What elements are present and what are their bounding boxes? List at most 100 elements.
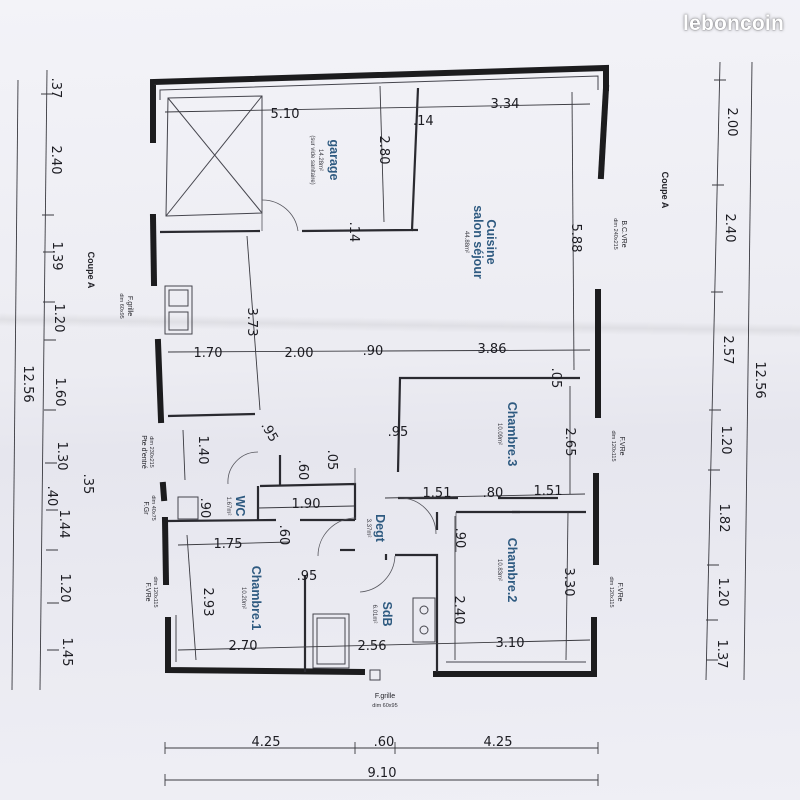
dim-310: 3.10 [496,636,525,651]
section-left-label: Coupe A [86,252,96,289]
opening-f-grille-bottom-name: F.grille [375,693,395,700]
dim-bottom-060: .60 [374,735,395,750]
dim-garage-height: 2.80 [376,136,391,165]
dim-005: .05 [324,450,339,471]
dim-170: 1.70 [194,346,223,361]
room-wc-area: 1.67m² [225,497,231,516]
opening-f-vre-right1-name: F.VRe [618,436,625,455]
dim-right-257: 2.57 [720,336,735,365]
room-garage-area: 14.28m² [317,149,323,171]
dim-wall-14-mid: .14 [346,222,361,243]
room-cuisine-sub: salon séjour [471,205,485,279]
room-sdb-area: 6.01m² [371,605,377,624]
dim-bottom-total: 9.10 [368,766,397,781]
dim-left-37: .37 [48,78,63,99]
dim-left-120a: 1.20 [51,304,66,333]
dim-wall-14-top: .14 [413,114,434,129]
dim-373: 3.73 [244,308,259,337]
dim-left-total: 12.56 [20,365,35,402]
opening-bc-vre-name: B.C.VRe [620,220,627,247]
opening-f-vre-right2-name: F.VRe [616,582,623,601]
dim-right-total: 12.56 [752,361,767,398]
dim-095a: .95 [257,420,280,445]
opening-f-grille-left-name: F.grille [126,296,133,316]
opening-f-vre-right1-dim: dim 120x115 [610,430,616,461]
opening-f-vre-right2-dim: dim 120x115 [608,576,614,607]
dim-right-182: 1.82 [716,504,731,533]
exterior-walls [149,64,610,677]
dim-left-160: 1.60 [52,378,67,407]
dim-240: 2.40 [451,596,466,625]
interior-dimension-lines [164,85,591,661]
dim-080: .80 [483,486,504,501]
dim-293: 2.93 [200,588,215,617]
room-chambre2-label: Chambre.2 [505,538,519,603]
dim-left-40: .40 [44,486,59,507]
dim-right-137: 1.37 [714,640,729,669]
room-sdb-label: SdB [380,602,394,627]
fixtures [164,285,436,681]
left-dimension-chain [11,69,59,691]
dim-left-35: .35 [80,474,95,495]
dim-cuisine-height: 5.88 [568,224,583,253]
dim-garage-width: 5.10 [271,107,300,122]
room-chambre1-label: Chambre.1 [249,566,263,631]
inner-wall-faces [159,75,599,663]
dim-090: .90 [363,344,384,359]
dim-095b: .95 [388,425,409,440]
dim-386: 3.86 [478,342,507,357]
opening-bc-vre-dim: dim 240x215 [612,218,618,250]
dim-right-200: 2.00 [724,108,739,137]
dim-151b: 1.51 [534,484,563,499]
opening-f-vre-left-name: F.VRe [144,582,151,601]
dim-right-240: 2.40 [722,214,737,243]
dim-265: 2.65 [562,428,577,457]
dim-left-139: 1.39 [49,242,64,271]
dim-left-130: 1.30 [54,442,69,471]
interior-walls [167,376,598,672]
dim-left-120b: 1.20 [57,574,72,603]
dim-bottom-425b: 4.25 [484,735,513,750]
room-chambre1-area: 10.20m² [240,587,246,609]
opening-f-vre-left-dim: dim 120x115 [152,576,158,607]
dim-060a: .60 [295,460,310,481]
room-wc-label: WC [233,496,247,517]
dim-005b: .05 [548,368,563,389]
dim-090b: .90 [452,528,467,549]
opening-pte-entree-dim: dim 230x215 [148,436,154,468]
dim-cuisine-width: 3.34 [491,97,520,112]
opening-f-gr-dim: dim 40x75 [150,495,156,520]
dim-060b: .60 [276,525,291,546]
dim-256: 2.56 [358,639,387,654]
dim-200: 2.00 [285,346,314,361]
room-chambre3-label: Chambre.3 [505,402,519,467]
door-swings [227,451,457,593]
dim-left-240: 2.40 [48,146,63,175]
garage-walls [159,87,420,234]
room-cuisine-label: Cuisine [484,219,498,264]
dim-151a: 1.51 [423,486,452,501]
dim-330: 3.30 [561,568,576,597]
room-degt-area: 3.37m² [365,519,371,538]
dim-left-144: 1.44 [56,510,71,539]
room-degt-label: Degt [373,514,387,543]
brand-logo-text: leboncoin [683,12,784,35]
room-cuisine-area: 44.88m² [463,231,469,253]
dim-190: 1.90 [292,497,321,512]
dim-bottom-425a: 4.25 [252,735,281,750]
dim-right-120a: 1.20 [718,426,733,455]
room-chambre2-area: 10.83m² [496,559,502,581]
room-chambre3-area: 10.09m² [496,423,502,445]
dim-175: 1.75 [214,537,243,552]
right-dimension-chain [705,61,753,681]
section-right-label: Coupe A [660,172,670,209]
dim-270: 2.70 [229,639,258,654]
opening-f-grille-left-dim: dim 60x95 [118,293,124,318]
opening-f-gr-name: F.Gr [142,501,149,515]
room-garage-label: garage [327,140,341,181]
room-garage-note: (sur vide sanitaire) [309,135,315,184]
dim-right-120b: 1.20 [715,578,730,607]
opening-f-grille-bottom-dim: dim 60x95 [372,703,397,709]
opening-pte-entree-name: Pte d'entré [140,435,147,469]
